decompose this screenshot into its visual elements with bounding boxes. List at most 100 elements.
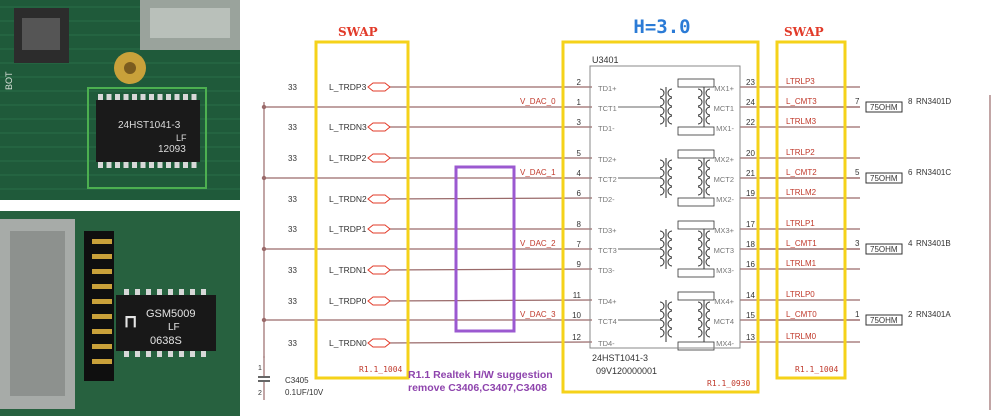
choke-frame (677, 220, 715, 230)
chip-pin (168, 289, 173, 296)
choke-frame (677, 126, 715, 136)
coil (705, 257, 711, 267)
vdac-label: V_DAC_2 (520, 239, 556, 248)
net-label: L_TRDP0 (329, 296, 367, 306)
chip-pin (157, 350, 162, 357)
pin-number: 16 (746, 260, 755, 269)
junction (261, 175, 267, 181)
coil (659, 328, 665, 338)
choke-frame (677, 268, 715, 278)
net-label: L_CMT1 (786, 239, 817, 248)
pin-number: 4 (577, 169, 582, 178)
choke-frame (677, 78, 715, 88)
note-line-1: R1.1 Realtek H/W suggestion (408, 369, 553, 381)
vdac-label: V_DAC_1 (520, 168, 556, 177)
net-label: L_CMT2 (786, 168, 817, 177)
coil (667, 248, 673, 258)
coil (659, 239, 665, 249)
net-label: L_CMT0 (786, 310, 817, 319)
chip-pin (124, 289, 129, 296)
connector-lead (92, 329, 112, 334)
coil (659, 106, 665, 116)
coil (705, 248, 711, 258)
coil (697, 310, 703, 320)
net-label: L_CMT3 (786, 97, 817, 106)
chip-pin (140, 94, 146, 102)
coil (667, 106, 673, 116)
net-number: 33 (288, 339, 297, 348)
pin-number: 14 (746, 291, 755, 300)
coil (659, 177, 665, 187)
coil (659, 257, 665, 267)
pin-number: 21 (746, 169, 755, 178)
chip-pin (157, 94, 163, 102)
coil (667, 177, 673, 187)
pin-name: MCT4 (714, 317, 734, 326)
bottom-chip-line-2: LF (168, 322, 180, 333)
coil (667, 319, 673, 329)
vdac-label: V_DAC_0 (520, 97, 556, 106)
port-symbol (367, 122, 391, 132)
connector-lead (92, 344, 112, 349)
pin-number: 23 (746, 78, 755, 87)
net-number: 33 (288, 195, 297, 204)
net-wire (379, 197, 593, 200)
pin-number: 7 (577, 240, 582, 249)
coil (705, 88, 711, 98)
top-silk-text: BOT (4, 71, 14, 90)
chip-pin (174, 160, 180, 168)
resistor-value: 75OHM (870, 174, 898, 183)
pin-number: 17 (746, 220, 755, 229)
net-wire (379, 299, 593, 302)
coil (697, 177, 703, 187)
pin-number: 13 (746, 333, 755, 342)
net-label: LTRLM3 (786, 117, 817, 126)
net-number: 33 (288, 154, 297, 163)
bottom-chip-line-3: 0638S (150, 335, 182, 347)
connector-lead (92, 359, 112, 364)
coil (697, 239, 703, 249)
capacitor-pin-2: 2 (258, 390, 262, 397)
pin-number: 5 (577, 149, 582, 158)
connector-lead (92, 314, 112, 319)
net-label: LTRLP2 (786, 148, 815, 157)
note-line-2: remove C3406,C3407,C3408 (408, 382, 547, 394)
coil (705, 159, 711, 169)
coil (659, 159, 665, 169)
right-pins: 23MX1+LTRLP324MCT1L_CMT322MX1-LTRLM320MX… (714, 77, 818, 348)
coil (697, 319, 703, 329)
heading: H=3.0 (633, 16, 690, 38)
chip-pin (115, 94, 120, 102)
chip-pin (166, 94, 171, 102)
connector-lead (92, 239, 112, 244)
chip-pin (149, 160, 154, 168)
coil (667, 186, 673, 196)
coil (697, 248, 703, 258)
coil (705, 177, 711, 187)
pin-name: MX1- (716, 124, 734, 133)
chip-pin (157, 160, 163, 168)
chip-pin (183, 160, 188, 168)
coil (705, 319, 711, 329)
net-number: 33 (288, 225, 297, 234)
connector-lead (92, 299, 112, 304)
connector-lead (92, 284, 112, 289)
chip-pin (146, 350, 151, 357)
port-symbol (367, 224, 391, 234)
coil (697, 230, 703, 240)
chip-pin (123, 160, 129, 168)
chip-pin (135, 289, 140, 296)
left-box-rev: R1.1_1004 (359, 365, 403, 374)
coil (659, 186, 665, 196)
pin-name: MX3+ (714, 226, 734, 235)
chip-pin (149, 94, 154, 102)
chip-pin (98, 94, 103, 102)
pin-number: 18 (746, 240, 755, 249)
choke-frame (677, 291, 715, 301)
port-symbol (367, 194, 391, 204)
choke-frame (677, 197, 715, 207)
chip-pin (201, 289, 206, 296)
coil (667, 328, 673, 338)
coil (697, 257, 703, 267)
port-symbol (367, 265, 391, 275)
